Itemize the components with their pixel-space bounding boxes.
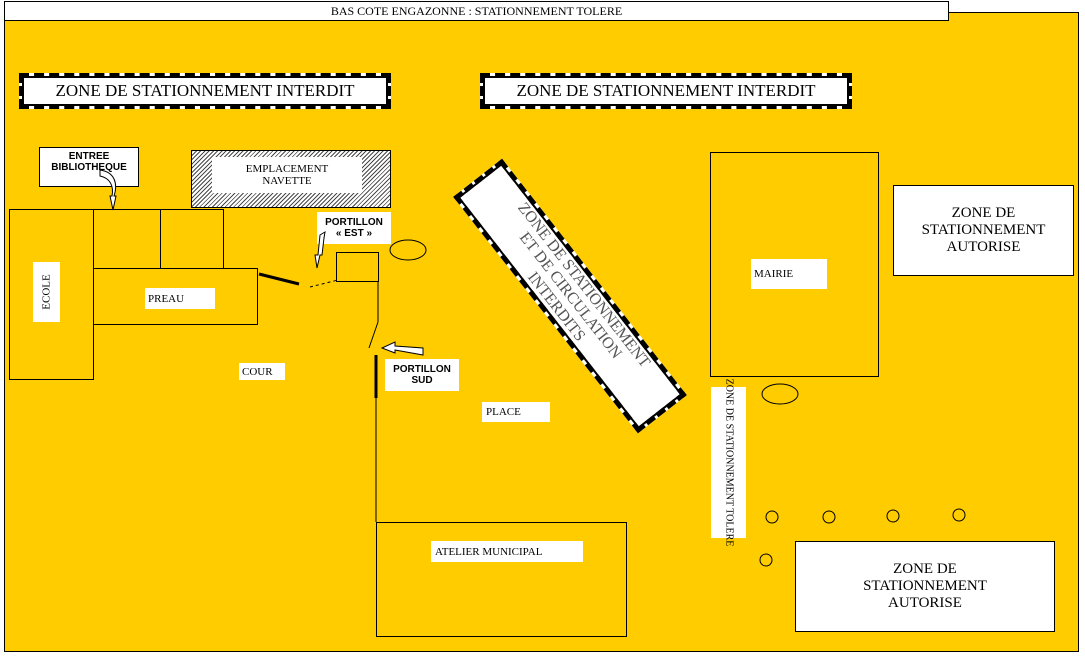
label-cour: COUR: [239, 363, 285, 380]
header-banner: BAS COTE ENGAZONNE : STATIONNEMENT TOLER…: [4, 1, 949, 21]
label-atelier: ATELIER MUNICIPAL: [431, 541, 583, 562]
emplacement-navette: EMPLACEMENT NAVETTE: [191, 150, 391, 208]
header-text: BAS COTE ENGAZONNE : STATIONNEMENT TOLER…: [330, 3, 623, 18]
label-entree-bibliotheque: ENTREE BIBLIOTHEQUE: [39, 147, 139, 187]
emplacement-navette-text: EMPLACEMENT NAVETTE: [245, 163, 329, 187]
label-ecole: ECOLE: [33, 262, 60, 322]
ecole-text: ECOLE: [40, 274, 53, 310]
cour-text: COUR: [242, 365, 273, 378]
zone-authorized-bottom: ZONE DE STATIONNEMENT AUTORISE: [795, 541, 1055, 632]
zone-forbidden-right: ZONE DE STATIONNEMENT INTERDIT: [480, 73, 852, 109]
zone-authorized-top-text: ZONE DE STATIONNEMENT AUTORISE: [921, 205, 1046, 255]
zone-forbidden-left-text: ZONE DE STATIONNEMENT INTERDIT: [55, 81, 355, 100]
zone-tolere-vertical-text: ZONE DE STATIONNEMENT TOLERE: [723, 378, 734, 547]
gate-est-box: [336, 252, 379, 282]
entree-bibliotheque-text: ENTREE BIBLIOTHEQUE: [51, 151, 127, 173]
preau-text: PREAU: [148, 292, 185, 305]
building-mairie: [710, 152, 879, 377]
mairie-text: MAIRIE: [754, 268, 794, 280]
label-portillon-sud: PORTILLON SUD: [385, 359, 459, 391]
building-preau: [93, 268, 258, 325]
place-text: PLACE: [486, 406, 521, 418]
building-block-a: [93, 209, 161, 269]
label-portillon-est: PORTILLON « EST »: [317, 212, 391, 244]
portillon-sud-text: PORTILLON SUD: [393, 364, 451, 386]
zone-forbidden-right-text: ZONE DE STATIONNEMENT INTERDIT: [516, 81, 816, 100]
building-atelier: [376, 522, 627, 637]
zone-tolere-vertical: ZONE DE STATIONNEMENT TOLERE: [711, 379, 746, 546]
label-mairie: MAIRIE: [751, 259, 827, 289]
label-preau: PREAU: [145, 288, 215, 309]
zone-authorized-bottom-text: ZONE DE STATIONNEMENT AUTORISE: [863, 561, 987, 611]
portillon-est-text: PORTILLON « EST »: [325, 217, 383, 239]
building-block-b: [160, 209, 224, 269]
emplacement-navette-label: EMPLACEMENT NAVETTE: [212, 157, 362, 193]
atelier-text: ATELIER MUNICIPAL: [435, 545, 543, 558]
label-place: PLACE: [482, 402, 550, 422]
zone-forbidden-left: ZONE DE STATIONNEMENT INTERDIT: [19, 73, 391, 109]
zone-authorized-top: ZONE DE STATIONNEMENT AUTORISE: [893, 185, 1074, 276]
